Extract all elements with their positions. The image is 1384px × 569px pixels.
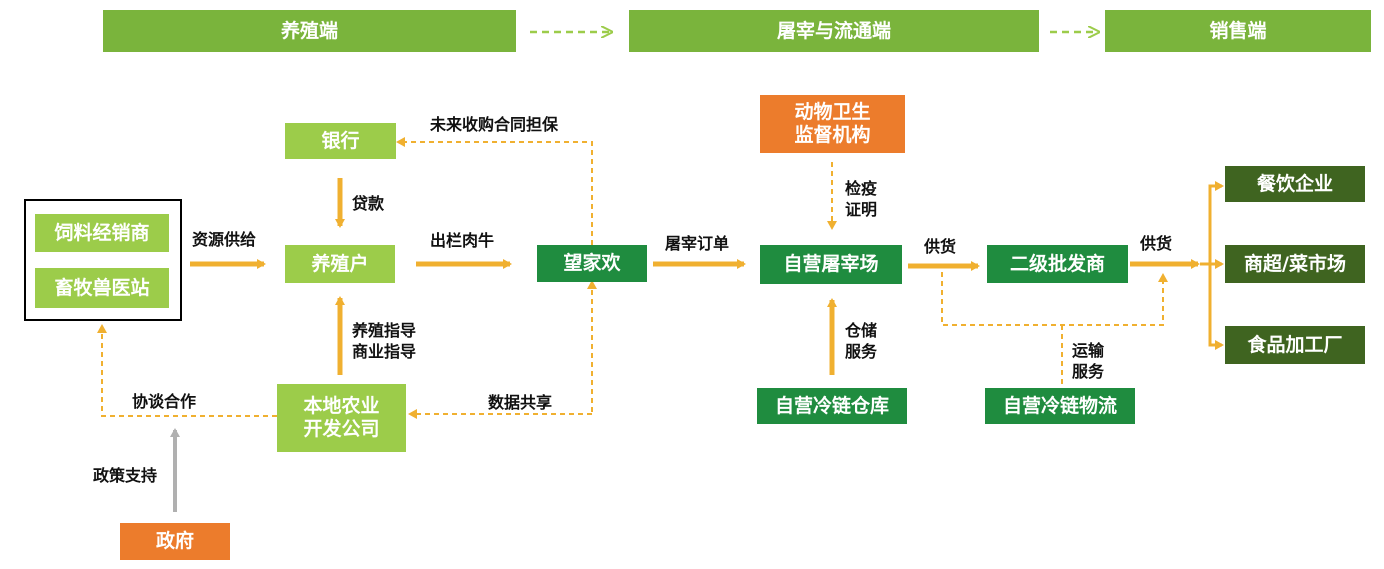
label-guidance: 养殖指导 商业指导: [352, 321, 417, 361]
label-loan: 贷款: [352, 194, 385, 213]
node-local-agri-company: 本地农业 开发公司: [277, 384, 406, 452]
stage-breeding: 养殖端: [103, 10, 516, 52]
label-guarantee: 未来收购合同担保: [430, 115, 559, 134]
node-government: 政府: [120, 523, 230, 560]
node-food-factory: 食品加工厂: [1225, 326, 1365, 364]
node-restaurant: 餐饮企业: [1225, 166, 1365, 202]
label-quarantine: 检疫 证明: [845, 179, 878, 219]
node-bank: 银行: [285, 123, 396, 159]
label-transport-service: 运输 服务: [1072, 341, 1105, 381]
sales-fanout: [1200, 181, 1224, 350]
label-cattle-out: 出栏肉牛: [430, 231, 495, 250]
node-farmer: 养殖户: [285, 245, 395, 283]
label-slaughter-order: 屠宰订单: [665, 234, 730, 253]
node-animal-health-agency: 动物卫生 监督机构: [760, 95, 905, 153]
node-wholesaler: 二级批发商: [987, 245, 1128, 283]
node-supermarket: 商超/菜市场: [1225, 245, 1365, 283]
node-slaughterhouse: 自营屠宰场: [760, 245, 902, 284]
stage-slaughter-distribution: 屠宰与流通端: [629, 10, 1039, 52]
node-wangjiahuan: 望家欢: [537, 245, 647, 282]
label-supply-1: 供货: [924, 237, 957, 256]
node-cold-storage: 自营冷链仓库: [757, 388, 907, 424]
label-storage-service: 仓储 服务: [845, 321, 878, 361]
label-data-share: 数据共享: [488, 393, 553, 412]
node-feed-dealer: 饲料经销商: [35, 214, 169, 252]
solid-arrows: [190, 178, 1200, 375]
node-cold-logistics: 自营冷链物流: [985, 388, 1135, 424]
dashed-arrows: [97, 137, 1168, 419]
label-resource-supply: 资源供给: [192, 230, 257, 249]
node-vet-station: 畜牧兽医站: [35, 268, 169, 308]
label-negotiate: 协谈合作: [132, 392, 197, 411]
stage-sales: 销售端: [1105, 10, 1371, 52]
label-supply-2: 供货: [1140, 234, 1173, 253]
label-policy-support: 政策支持: [93, 466, 158, 485]
